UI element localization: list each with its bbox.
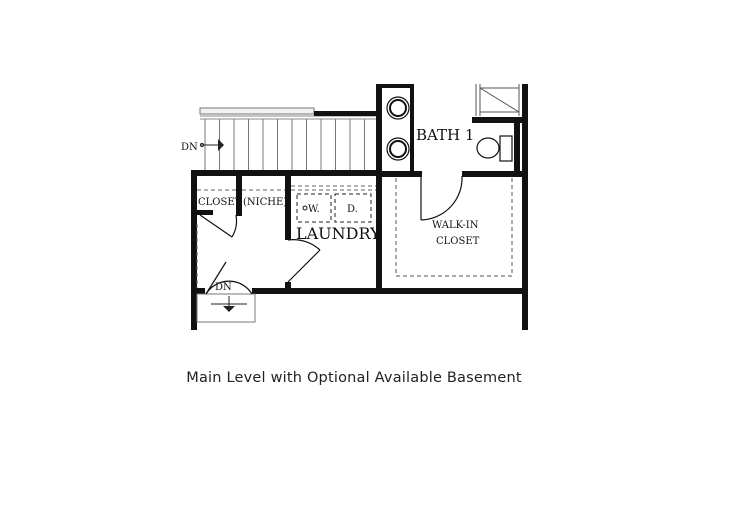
- laundry-door: [287, 239, 321, 283]
- plan-caption: Main Level with Optional Available Basem…: [186, 370, 522, 386]
- washer-dryer: W. D.: [296, 193, 372, 223]
- room-label-bath: BATH 1: [416, 126, 474, 144]
- stair-down-indicator-upper: DN: [181, 139, 224, 153]
- walls: [191, 84, 528, 330]
- lower-staircase: DN: [196, 261, 256, 323]
- washer: [296, 193, 332, 223]
- shelf-lines: [196, 185, 376, 288]
- walk-in-closet-door: [420, 175, 463, 221]
- room-label-walkin-2: CLOSET: [436, 236, 480, 247]
- shower: [475, 84, 520, 116]
- room-label-closet: CLOSET: [198, 197, 242, 208]
- room-label-niche: (NICHE): [243, 197, 287, 208]
- closet-door: [199, 214, 238, 238]
- dryer: [334, 193, 372, 223]
- room-label-walkin-1: WALK-IN: [432, 220, 479, 231]
- stair-down-label-upper: DN: [181, 142, 198, 153]
- upper-staircase: [199, 107, 376, 170]
- walk-in-closet-shelving: [395, 178, 513, 277]
- dryer-label: D.: [347, 204, 358, 215]
- room-label-laundry: LAUNDRY: [296, 224, 381, 243]
- stair-down-label-lower: DN: [215, 282, 232, 293]
- toilet: [476, 135, 513, 162]
- vanity-sinks: [386, 96, 410, 161]
- washer-label: W.: [308, 204, 320, 215]
